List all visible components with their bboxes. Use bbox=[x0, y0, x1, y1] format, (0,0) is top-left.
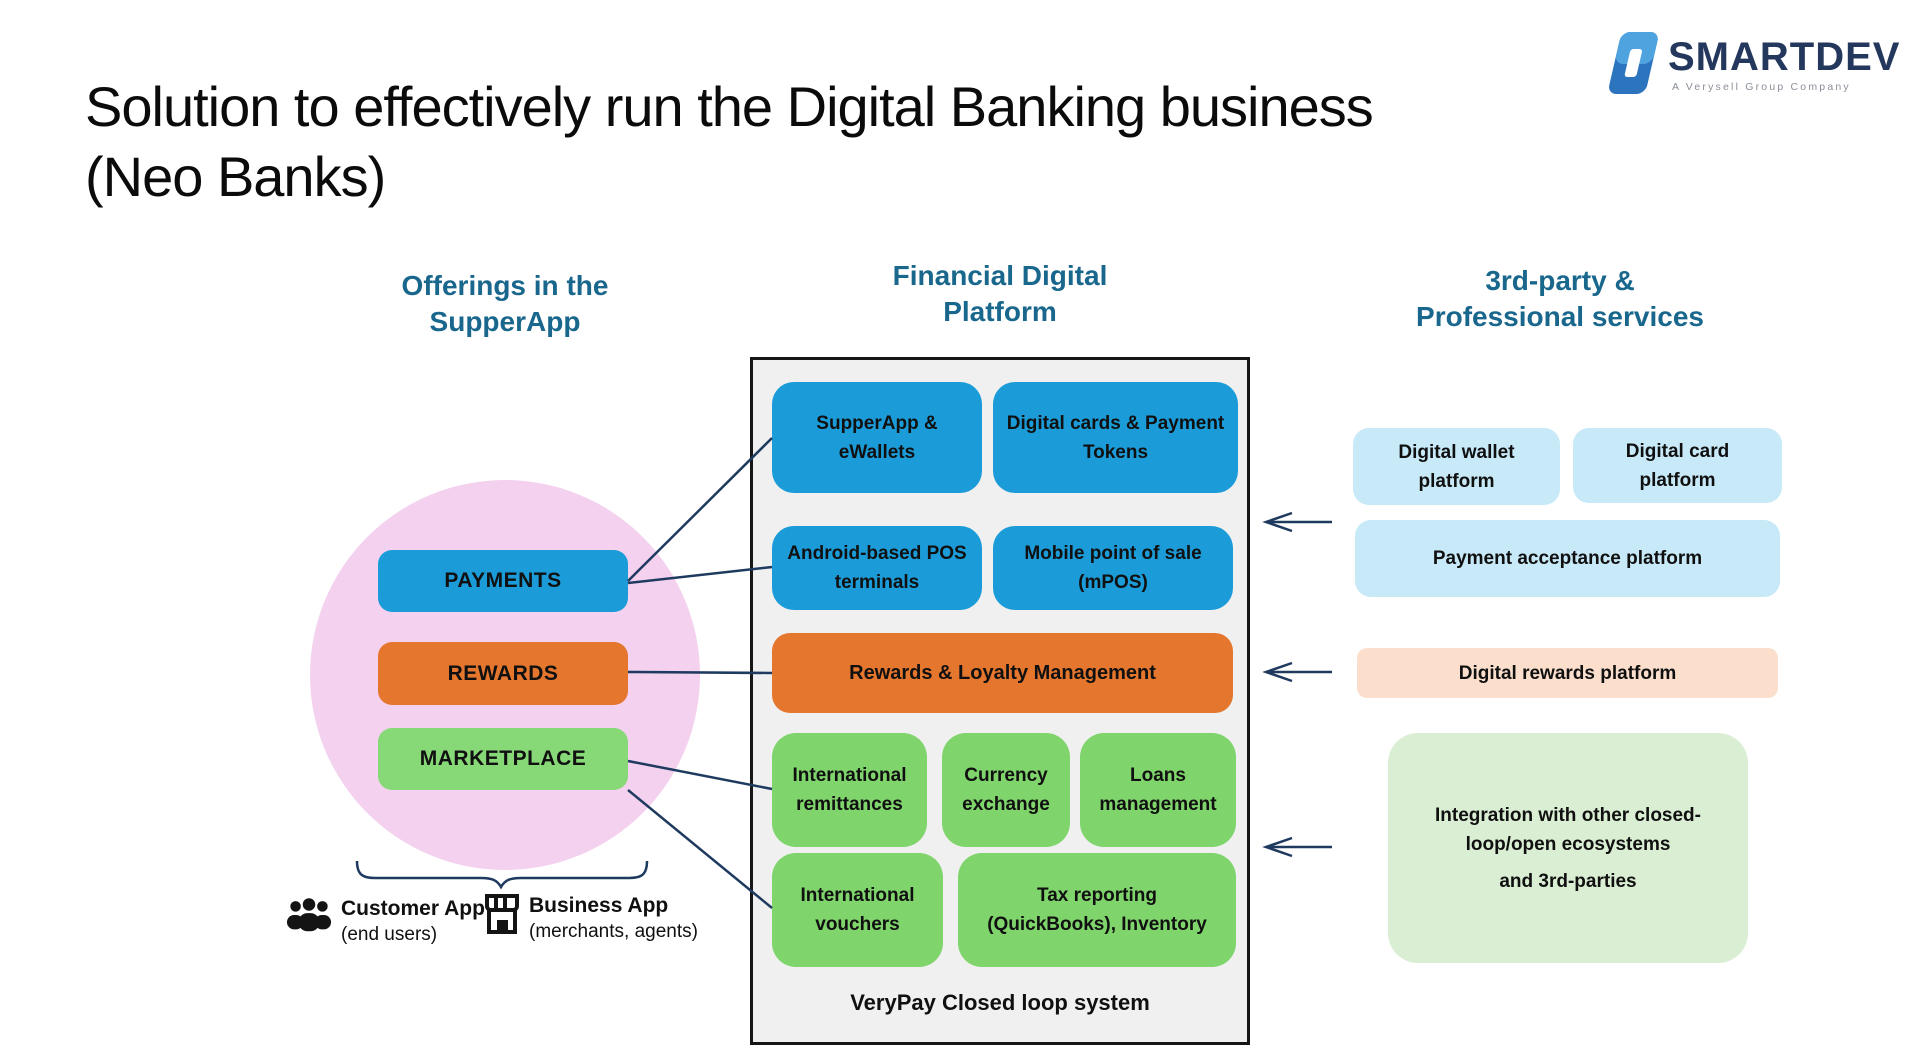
platform-box-android-pos: Android-based POS terminals bbox=[772, 526, 982, 610]
page-title-line2: (Neo Banks) bbox=[85, 145, 386, 208]
platform-box-tax-reporting: Tax reporting (QuickBooks), Inventory bbox=[958, 853, 1236, 967]
platform-box-rewards-loyalty: Rewards & Loyalty Management bbox=[772, 633, 1233, 713]
left-arrow-icon bbox=[1262, 661, 1332, 683]
legend-customer-text: Customer App (end users) bbox=[341, 896, 485, 948]
offering-rewards: REWARDS bbox=[378, 642, 628, 705]
integration-line1: Integration with other closed-loop/open … bbox=[1434, 804, 1701, 855]
users-icon bbox=[286, 896, 332, 939]
header-services-line1: 3rd-party & bbox=[1485, 265, 1635, 296]
platform-box-digital-cards-tokens: Digital cards & Payment Tokens bbox=[993, 382, 1238, 493]
column-header-platform: Financial Digital Platform bbox=[845, 258, 1155, 330]
logo-brand: SMARTDEV bbox=[1668, 35, 1901, 79]
header-platform-line1: Financial Digital bbox=[892, 260, 1108, 291]
left-arrow-icon bbox=[1262, 836, 1332, 858]
legend-business-label: Business App bbox=[529, 894, 669, 917]
legend-customer-sub: (end users) bbox=[341, 924, 438, 945]
platform-box-intl-remittances: International remittances bbox=[772, 733, 927, 847]
service-box-digital-card: Digital card platform bbox=[1573, 428, 1782, 503]
smartdev-logo-icon bbox=[1594, 30, 1658, 96]
legend-business-sub: (merchants, agents) bbox=[529, 921, 698, 942]
service-box-digital-wallet: Digital wallet platform bbox=[1353, 428, 1560, 505]
platform-box-supperapp-ewallets: SupperApp & eWallets bbox=[772, 382, 982, 493]
service-box-payment-acceptance: Payment acceptance platform bbox=[1355, 520, 1780, 597]
logo-tagline: A Verysell Group Company bbox=[1672, 81, 1851, 93]
column-header-offerings: Offerings in the SupperApp bbox=[340, 268, 670, 340]
smartdev-logo: SMARTDEV A Verysell Group Company bbox=[1594, 30, 1900, 96]
service-box-digital-rewards: Digital rewards platform bbox=[1357, 648, 1778, 698]
service-box-integration: Integration with other closed-loop/open … bbox=[1388, 733, 1748, 963]
offering-payments: PAYMENTS bbox=[378, 550, 628, 612]
header-offerings-line2: SupperApp bbox=[429, 306, 581, 337]
legend-customer-app: Customer App (end users) bbox=[286, 896, 485, 948]
page-title: Solution to effectively run the Digital … bbox=[85, 72, 1685, 212]
platform-box-currency-exchange: Currency exchange bbox=[942, 733, 1070, 847]
header-offerings-line1: Offerings in the bbox=[401, 270, 609, 301]
left-arrow-icon bbox=[1262, 511, 1332, 533]
platform-box-mpos: Mobile point of sale (mPOS) bbox=[993, 526, 1233, 610]
logo-text: SMARTDEV A Verysell Group Company bbox=[1668, 30, 1900, 93]
platform-box-intl-vouchers: International vouchers bbox=[772, 853, 943, 967]
page-title-line1: Solution to effectively run the Digital … bbox=[85, 75, 1374, 138]
legend-customer-label: Customer App bbox=[341, 897, 485, 920]
header-services-line2: Professional services bbox=[1416, 301, 1704, 332]
platform-caption: VeryPay Closed loop system bbox=[850, 990, 1150, 1015]
legend-business-app: Business App (merchants, agents) bbox=[484, 893, 698, 945]
integration-line2: and 3rd-parties bbox=[1499, 870, 1637, 892]
column-header-services: 3rd-party & Professional services bbox=[1355, 263, 1765, 335]
legend-business-text: Business App (merchants, agents) bbox=[529, 893, 698, 945]
offering-marketplace: MARKETPLACE bbox=[378, 728, 628, 790]
header-platform-line2: Platform bbox=[943, 296, 1057, 327]
platform-box-loans-management: Loans management bbox=[1080, 733, 1236, 847]
storefront-icon bbox=[484, 893, 520, 940]
